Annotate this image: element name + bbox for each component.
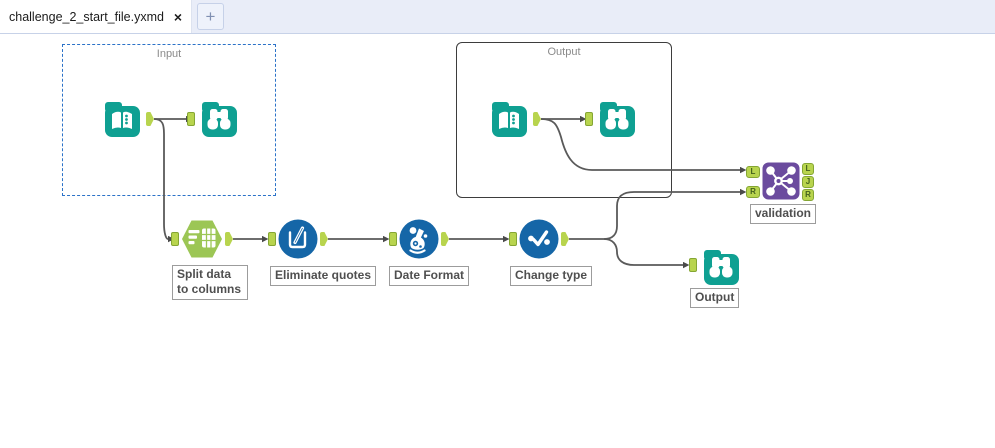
anchor-letter: R	[805, 190, 811, 199]
tool-date-format[interactable]	[389, 219, 449, 259]
annotation-date-format[interactable]: Date Format	[389, 266, 470, 286]
select-check-icon	[519, 219, 559, 259]
browse-icon	[197, 97, 241, 141]
output-anchor[interactable]	[146, 112, 154, 126]
text-to-columns-icon	[181, 219, 223, 259]
tab-active[interactable]: challenge_2_start_file.yxmd ×	[0, 0, 192, 33]
join-output-right-anchor[interactable]: R	[802, 189, 814, 201]
input-anchor[interactable]	[268, 232, 276, 246]
input-anchor[interactable]	[187, 112, 195, 126]
tool-input-data-validation[interactable]	[487, 97, 541, 141]
anchor-letter: R	[750, 187, 756, 196]
connector-changetype-to-output-browse[interactable]	[603, 238, 690, 269]
input-anchor[interactable]	[389, 232, 397, 246]
input-anchor[interactable]	[689, 258, 697, 272]
annotation-validation[interactable]: validation	[750, 204, 817, 224]
plus-icon: +	[205, 7, 216, 26]
tool-formula[interactable]	[268, 219, 328, 259]
tool-browse-output-container[interactable]	[585, 97, 639, 141]
output-anchor[interactable]	[561, 232, 569, 246]
input-data-icon	[100, 97, 144, 141]
input-anchor[interactable]	[585, 112, 593, 126]
connector-input-to-split[interactable]	[153, 118, 175, 243]
close-icon[interactable]: ×	[173, 8, 182, 25]
anchor-letter: J	[805, 177, 811, 186]
output-anchor[interactable]	[225, 232, 233, 246]
browse-icon	[699, 245, 743, 289]
annotation-eliminate-quotes[interactable]: Eliminate quotes	[270, 266, 377, 286]
join-icon	[762, 162, 800, 200]
container-output-label: Output	[547, 46, 581, 58]
new-tab-button[interactable]: +	[197, 3, 224, 30]
formula-icon	[278, 219, 318, 259]
join-output-join-anchor[interactable]: J	[802, 176, 814, 188]
join-input-left-anchor[interactable]: L	[746, 166, 760, 178]
browse-icon	[595, 97, 639, 141]
flask-icon	[399, 219, 439, 259]
output-anchor[interactable]	[533, 112, 541, 126]
tool-join[interactable]: L R L J R	[746, 162, 814, 201]
join-input-right-anchor[interactable]: R	[746, 186, 760, 198]
annotation-change-type[interactable]: Change type	[510, 266, 593, 286]
input-data-icon	[487, 97, 531, 141]
tool-select[interactable]	[509, 219, 569, 259]
annotation-split-data[interactable]: Split data to columns	[172, 265, 248, 300]
input-anchor[interactable]	[171, 232, 179, 246]
tool-text-to-columns[interactable]	[171, 219, 233, 259]
container-input[interactable]: Input	[62, 44, 276, 196]
anchor-letter: L	[805, 164, 811, 173]
output-anchor[interactable]	[320, 232, 328, 246]
connector-changetype-to-join-right[interactable]	[569, 188, 747, 240]
tab-title: challenge_2_start_file.yxmd	[9, 9, 164, 24]
anchor-letter: L	[750, 167, 756, 176]
tool-browse-final[interactable]	[689, 245, 743, 289]
output-anchor[interactable]	[441, 232, 449, 246]
container-output[interactable]: Output	[456, 42, 672, 198]
tab-bar: challenge_2_start_file.yxmd × +	[0, 0, 995, 34]
input-anchor[interactable]	[509, 232, 517, 246]
tool-browse-input[interactable]	[187, 97, 241, 141]
tool-input-data[interactable]	[100, 97, 154, 141]
join-output-left-anchor[interactable]: L	[802, 163, 814, 175]
connector-output-input-to-join-left[interactable]	[540, 118, 747, 174]
annotation-output[interactable]: Output	[690, 288, 740, 308]
container-input-label: Input	[156, 48, 182, 60]
